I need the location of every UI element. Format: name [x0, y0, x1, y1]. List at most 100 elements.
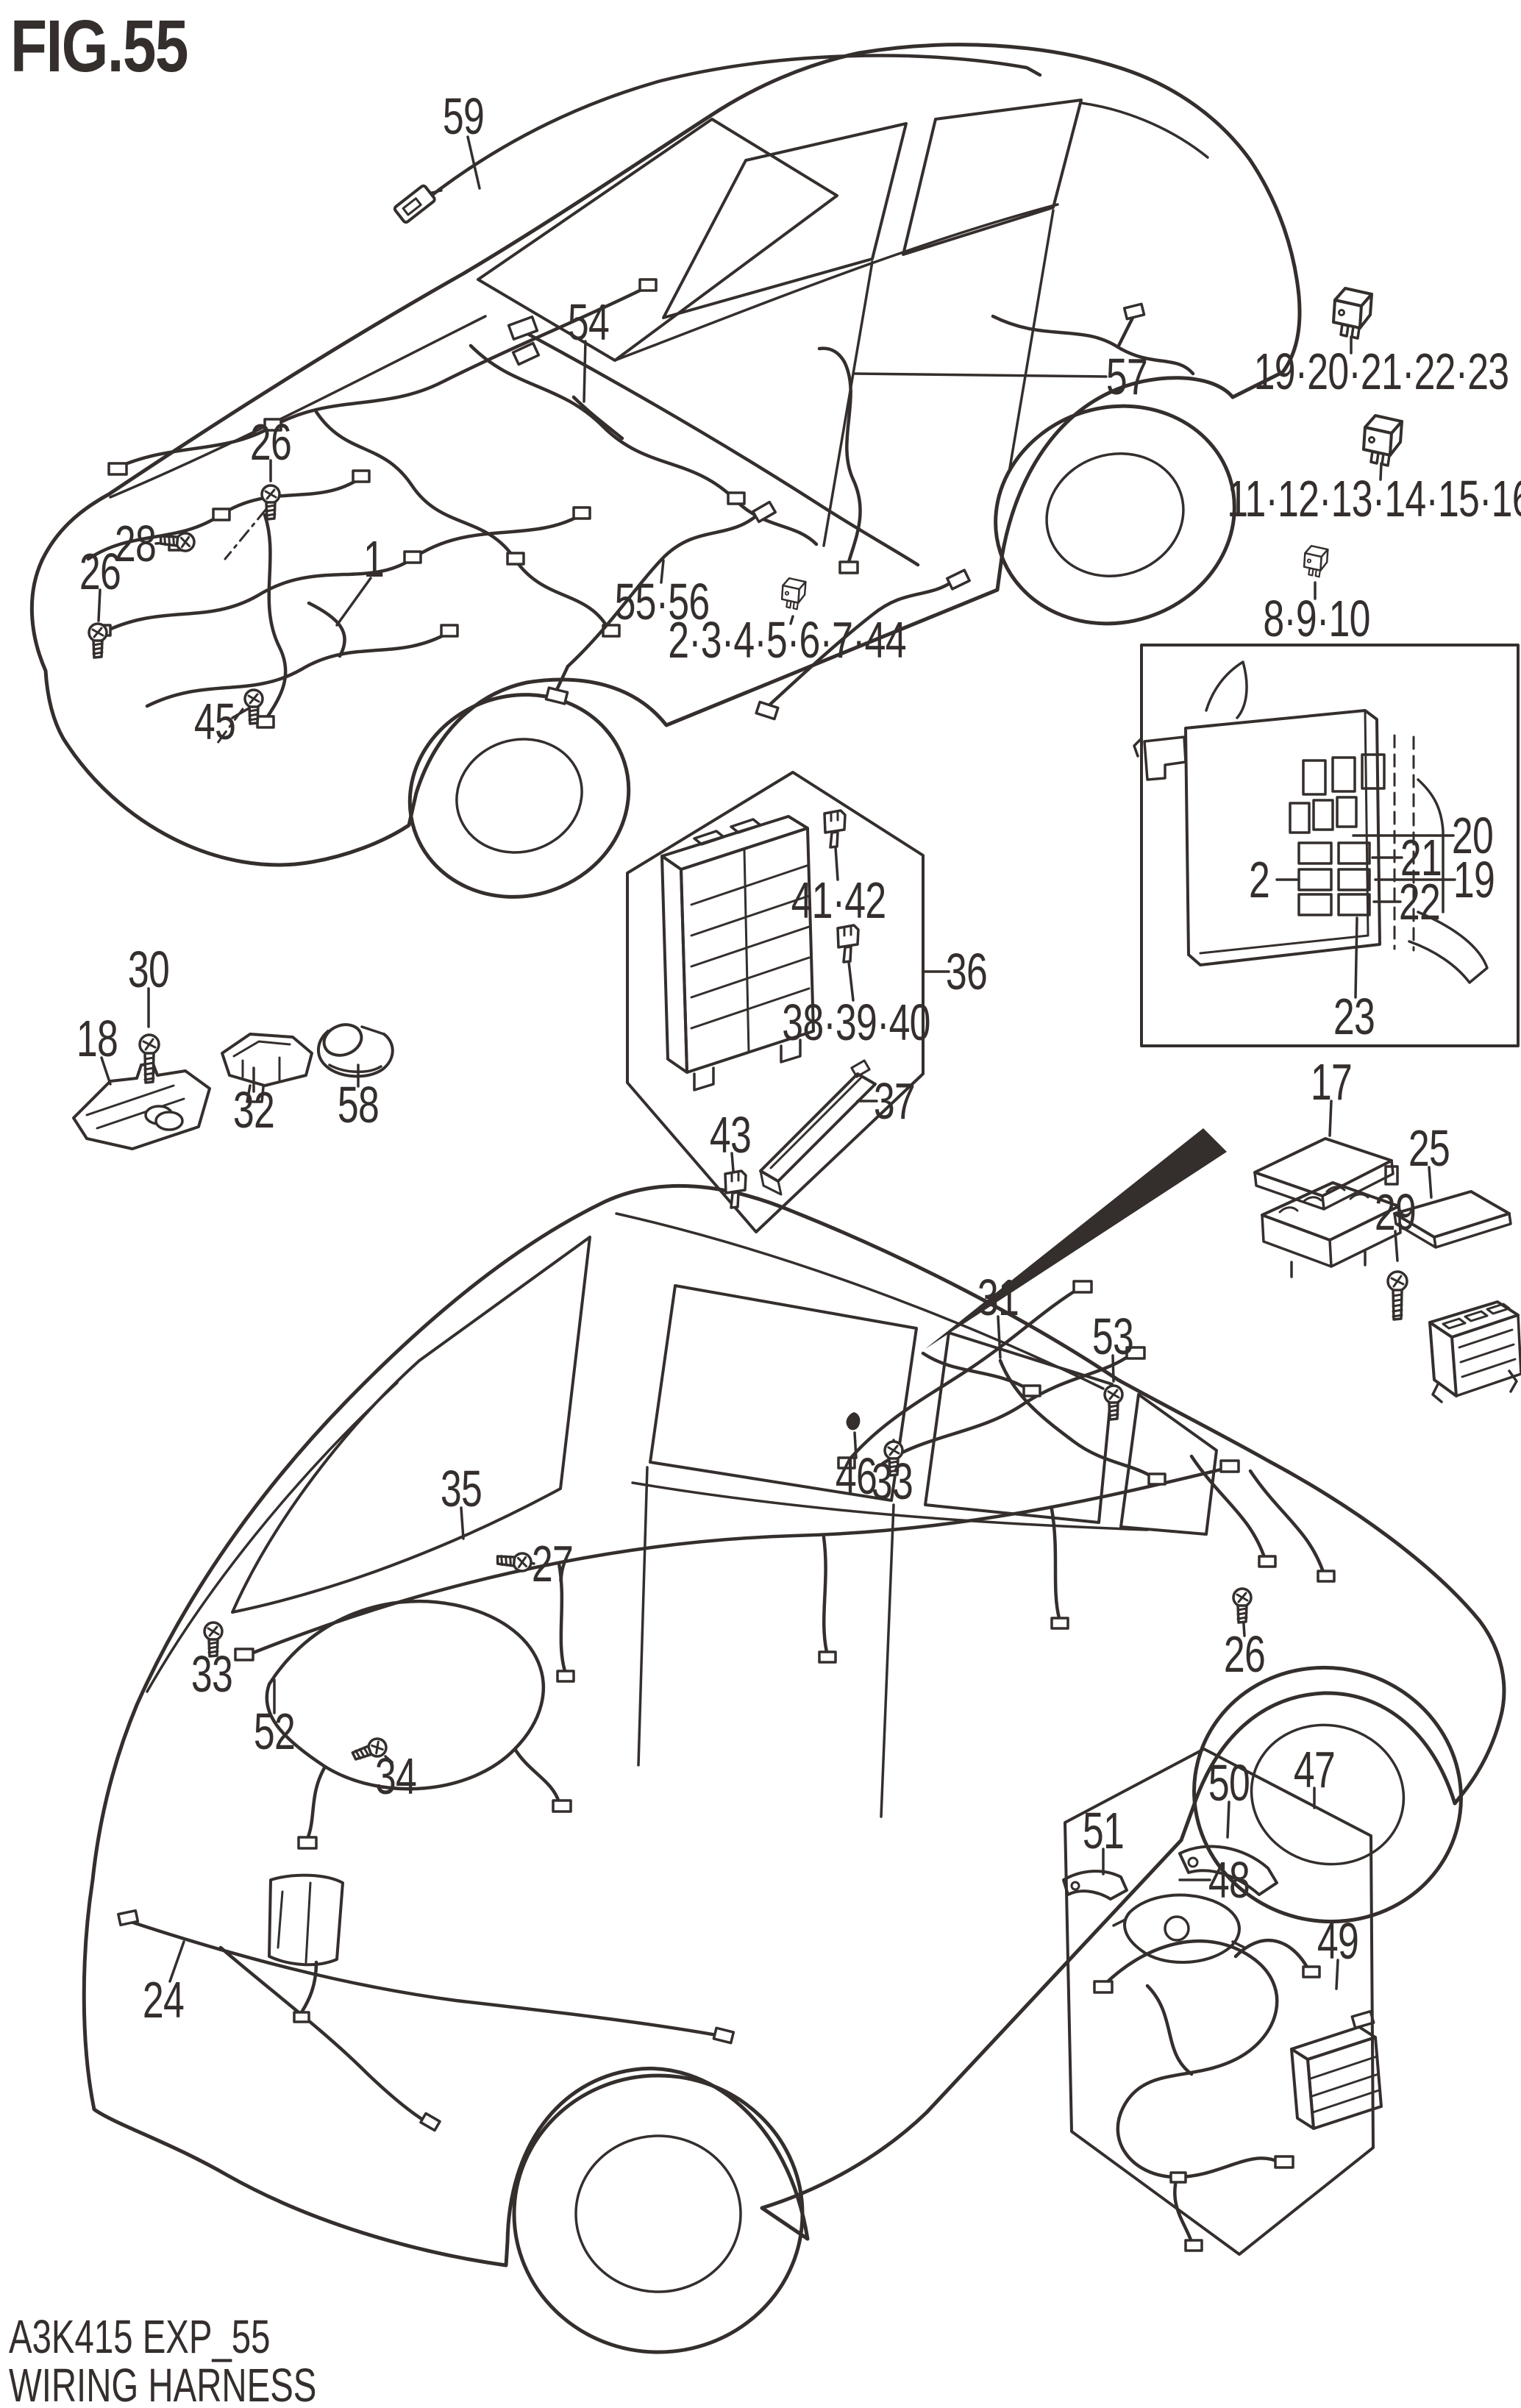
fuse-icon [724, 1169, 747, 1209]
part-callout-34: 34 [374, 1748, 417, 1805]
part-callout-50: 50 [1208, 1754, 1250, 1812]
instrument-panel-harness [837, 1280, 1336, 1583]
part-callout-29: 29 [1374, 1183, 1417, 1241]
part-29-relay-box [1428, 1300, 1521, 1403]
part-58-grommet-boot [317, 1023, 394, 1078]
bolt-icon [1386, 1270, 1408, 1321]
leader-line-34 [384, 1755, 393, 1764]
part-callout-47: 47 [1293, 1741, 1336, 1798]
leader-line-1 [335, 577, 372, 627]
part-callout-45: 45 [193, 693, 236, 750]
relay-icon [1332, 287, 1373, 340]
part-callout-8-9-10: 8·9·10 [1263, 590, 1370, 647]
figure-name: WIRING HARNESS [9, 2359, 317, 2408]
part-callout-24: 24 [142, 1971, 185, 2028]
floor-harness [234, 1459, 1240, 1683]
leader-line-35 [460, 1506, 465, 1540]
relay-icon [1362, 414, 1403, 467]
leader-line-49 [1335, 1959, 1339, 1990]
bottom-car-windows [146, 1212, 1218, 1818]
hatch-harness-52 [265, 1599, 572, 1850]
leader-line-46 [853, 1431, 858, 1459]
part-callout-57: 57 [1105, 348, 1148, 405]
part-callout-25: 25 [1408, 1119, 1450, 1177]
part-callout-2-3-4-5-6-7-44: 2·3·4·5·6·7·44 [668, 611, 906, 669]
part-callout-18: 18 [76, 1010, 118, 1067]
leader-line-23 [1354, 916, 1358, 999]
part-callout-52: 52 [253, 1703, 296, 1760]
part-callout-2: 2 [1248, 851, 1270, 908]
pointer-arrow [925, 1128, 1227, 1349]
leader-line-18 [100, 1056, 112, 1086]
part-callout-30: 30 [127, 941, 170, 998]
rear-bumper-harness [117, 1909, 735, 2132]
part-callout-54: 54 [567, 293, 610, 351]
leader-line-53 [1111, 1354, 1115, 1383]
connector-icon [392, 177, 446, 225]
leader-line-38-39-40 [847, 961, 855, 1002]
part-callout-19-20-21-22-23: 19·20·21·22·23 [1253, 343, 1509, 400]
part-25-lid [1393, 1190, 1512, 1249]
part-callout-19: 19 [1453, 851, 1495, 908]
fuse-icon [836, 924, 860, 963]
part-callout-43: 43 [709, 1106, 752, 1164]
part-callout-27: 27 [531, 1535, 574, 1592]
part-callout-1: 1 [363, 530, 385, 588]
door-harnesses [544, 302, 1195, 721]
leader-line-41-42 [834, 846, 839, 881]
part-callout-33: 33 [190, 1645, 233, 1703]
leader-line-24 [168, 1940, 185, 1983]
leader-line-50 [1226, 1800, 1230, 1839]
leader-line-2-3-4-5-6-7-44 [789, 615, 794, 625]
roof-antenna-wire [414, 54, 1042, 210]
fusebox-detail-box [1133, 644, 1520, 1047]
part-callout-26: 26 [249, 413, 292, 471]
junction-box-detail-hexagon [626, 771, 925, 1233]
leader-line-57 [853, 372, 1108, 378]
part-callout-58: 58 [337, 1076, 380, 1133]
part-18-bracket [72, 1062, 211, 1150]
part-callout-41-42: 41·42 [791, 872, 887, 929]
part-49-controller [1290, 2009, 1383, 2130]
relay-icon [1303, 544, 1329, 578]
figure-code: A3K415 EXP_55 [9, 2310, 271, 2363]
fuse-icon [823, 809, 847, 849]
top-car-windows [109, 99, 1209, 547]
part-callout-37: 37 [873, 1072, 916, 1130]
screw-icon [88, 622, 108, 659]
part-callout-46: 46 [835, 1447, 877, 1505]
grommet-icon [846, 1412, 861, 1431]
screw-icon [495, 1550, 533, 1573]
leader-line-25 [1428, 1166, 1433, 1199]
part-callout-26: 26 [1223, 1625, 1266, 1683]
part-callout-32: 32 [232, 1081, 275, 1139]
top-car-body [29, 43, 1302, 899]
part-callout-21: 21 [1400, 829, 1442, 886]
callout-leader-lines [97, 135, 1456, 1990]
screw-icon [1103, 1384, 1124, 1421]
part-callout-59: 59 [442, 88, 485, 145]
leader-line-45 [231, 706, 252, 719]
part-callout-35: 35 [440, 1460, 482, 1517]
part-callout-20: 20 [1451, 807, 1494, 864]
part-callout-51: 51 [1082, 1802, 1125, 1859]
part-callout-55-56: 55·56 [614, 573, 710, 630]
part-callout-49: 49 [1317, 1912, 1359, 1970]
part-callout-36: 36 [945, 943, 988, 1000]
leader-line-55-56 [660, 559, 665, 584]
leader-line-26 [97, 588, 101, 622]
part-32-bracket [221, 1033, 313, 1103]
part-callout-48: 48 [1208, 1851, 1250, 1909]
part-callout-31: 31 [977, 1269, 1019, 1326]
leader-line-43 [730, 1152, 735, 1172]
part-callout-33: 33 [871, 1453, 913, 1510]
part-callout-38-39-40: 38·39·40 [782, 994, 930, 1051]
part-callout-11-12-13-14-15-16: 11·12·13·14·15·16 [1227, 470, 1521, 527]
part-callout-26: 26 [79, 543, 121, 600]
bottom-car-body [82, 1183, 1506, 2354]
leader-line-59 [466, 135, 481, 190]
part-callout-28: 28 [114, 515, 157, 572]
engine-harness-detail-hexagon [1062, 1748, 1383, 2256]
part-callout-22: 22 [1398, 873, 1441, 930]
